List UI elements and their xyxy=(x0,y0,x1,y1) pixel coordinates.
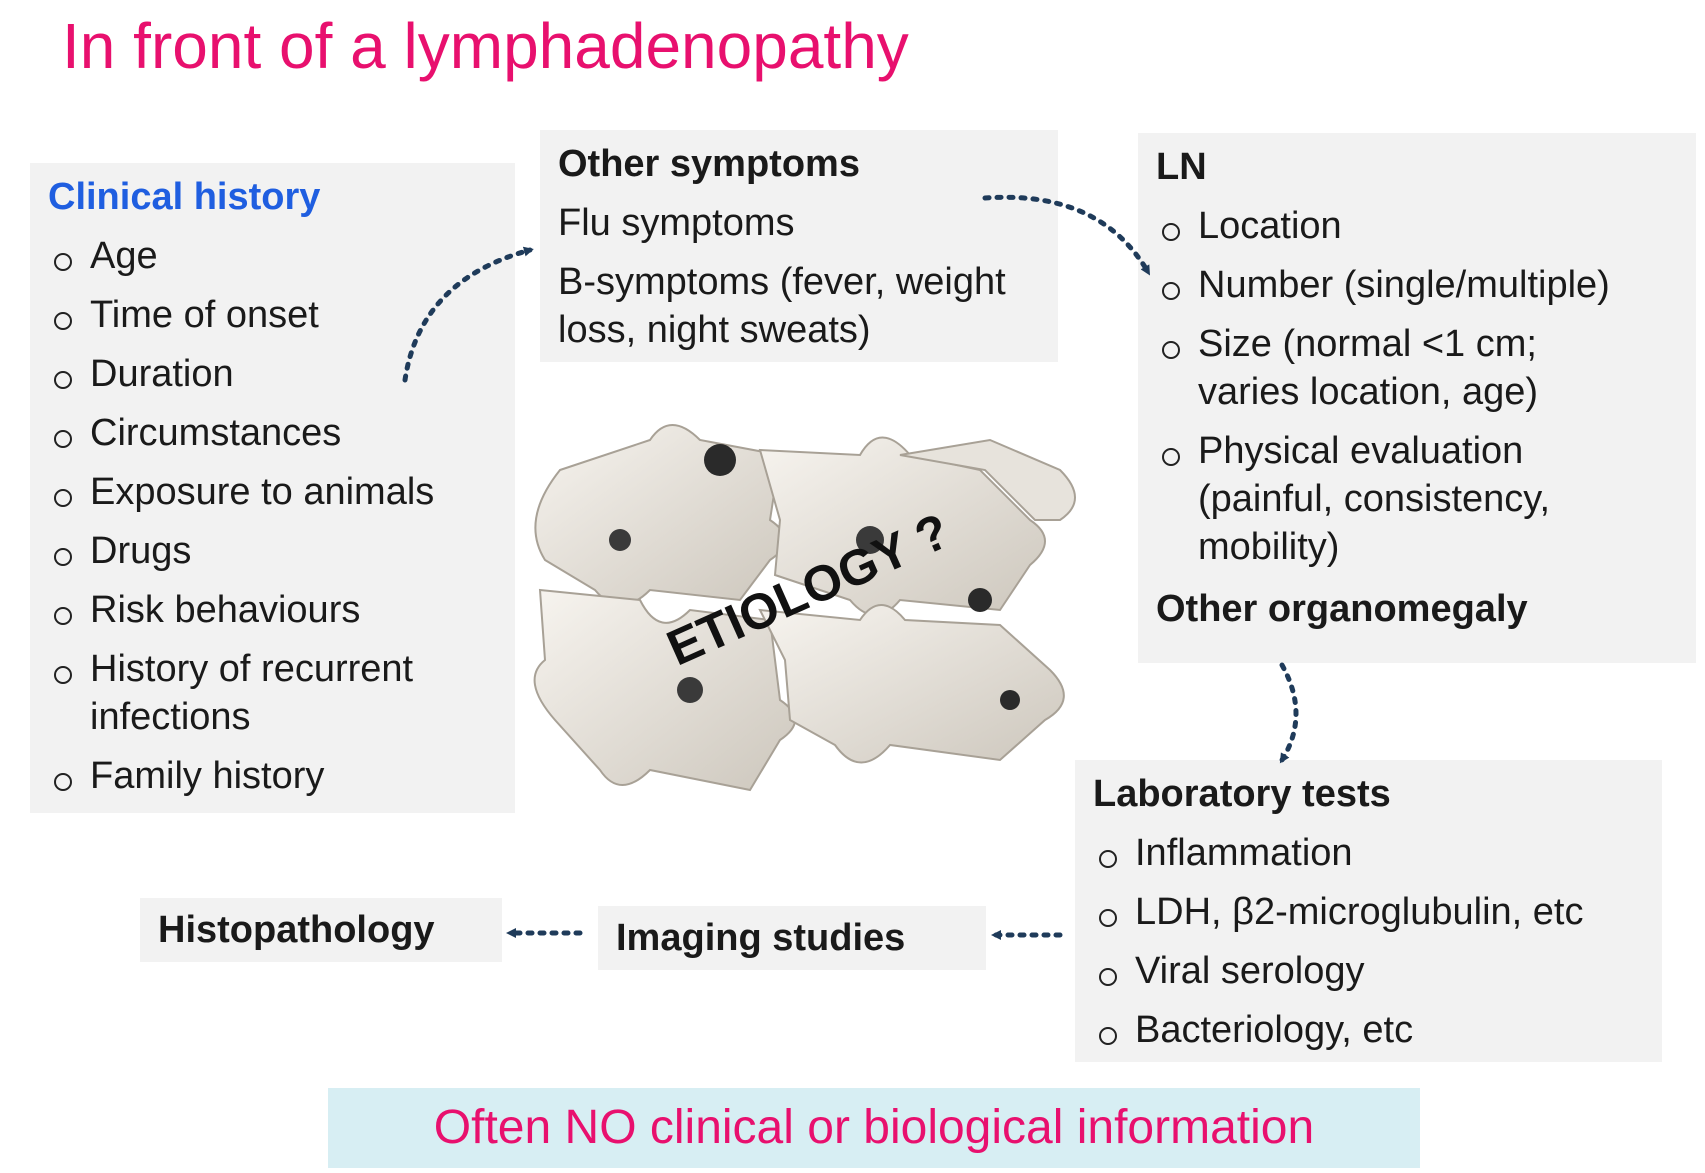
list-item: Exposure to animals xyxy=(48,468,488,516)
clinical-history-list: Age Time of onset Duration Circumstances… xyxy=(48,232,488,800)
list-item: History of recurrent infections xyxy=(48,645,450,741)
histopathology-box: Histopathology xyxy=(140,898,502,962)
other-symptoms-b: B-symptoms (fever, weight loss, night sw… xyxy=(558,261,1006,351)
ln-box: LN Location Number (single/multiple) Siz… xyxy=(1138,133,1696,663)
ln-header: LN xyxy=(1156,146,1207,188)
list-item: Physical evaluation (painful, consistenc… xyxy=(1156,427,1598,571)
list-item: Bacteriology, etc xyxy=(1093,1006,1662,1054)
list-item: Inflammation xyxy=(1093,829,1662,877)
laboratory-tests-box: Laboratory tests Inflammation LDH, β2-mi… xyxy=(1075,760,1662,1062)
arrow-symptoms-to-ln xyxy=(982,194,1151,276)
other-organomegaly-header: Other organomegaly xyxy=(1156,588,1528,630)
list-item: Time of onset xyxy=(48,291,488,339)
list-item: LDH, β2-microglubulin, etc xyxy=(1093,888,1662,936)
clinical-history-box: Clinical history Age Time of onset Durat… xyxy=(30,163,515,813)
other-symptoms-header: Other symptoms xyxy=(558,143,860,185)
imaging-studies-box: Imaging studies xyxy=(598,906,986,970)
page-title: In front of a lymphadenopathy xyxy=(62,10,909,82)
other-symptoms-flu: Flu symptoms xyxy=(558,202,795,244)
list-item: Risk behaviours xyxy=(48,586,488,634)
list-item: Number (single/multiple) xyxy=(1156,261,1676,309)
footer-banner: Often NO clinical or biological informat… xyxy=(328,1088,1420,1168)
list-item: Age xyxy=(48,232,488,280)
other-symptoms-box: Other symptoms Flu symptoms B-symptoms (… xyxy=(540,130,1058,362)
list-item: Viral serology xyxy=(1093,947,1662,995)
arrow-history-to-symptoms xyxy=(402,246,534,383)
puzzle-pieces-image xyxy=(533,424,1076,792)
list-item: Drugs xyxy=(48,527,488,575)
list-item: Location xyxy=(1156,202,1676,250)
list-item: Family history xyxy=(48,752,488,800)
list-item: Size (normal <1 cm; varies location, age… xyxy=(1156,320,1598,416)
laboratory-tests-header: Laboratory tests xyxy=(1093,773,1391,815)
laboratory-tests-list: Inflammation LDH, β2-microglubulin, etc … xyxy=(1093,829,1662,1054)
arrow-ln-to-lab xyxy=(1279,662,1299,764)
list-item: Duration xyxy=(48,350,488,398)
ln-list: Location Number (single/multiple) Size (… xyxy=(1156,202,1676,571)
list-item: Circumstances xyxy=(48,409,488,457)
clinical-history-header: Clinical history xyxy=(48,176,321,218)
